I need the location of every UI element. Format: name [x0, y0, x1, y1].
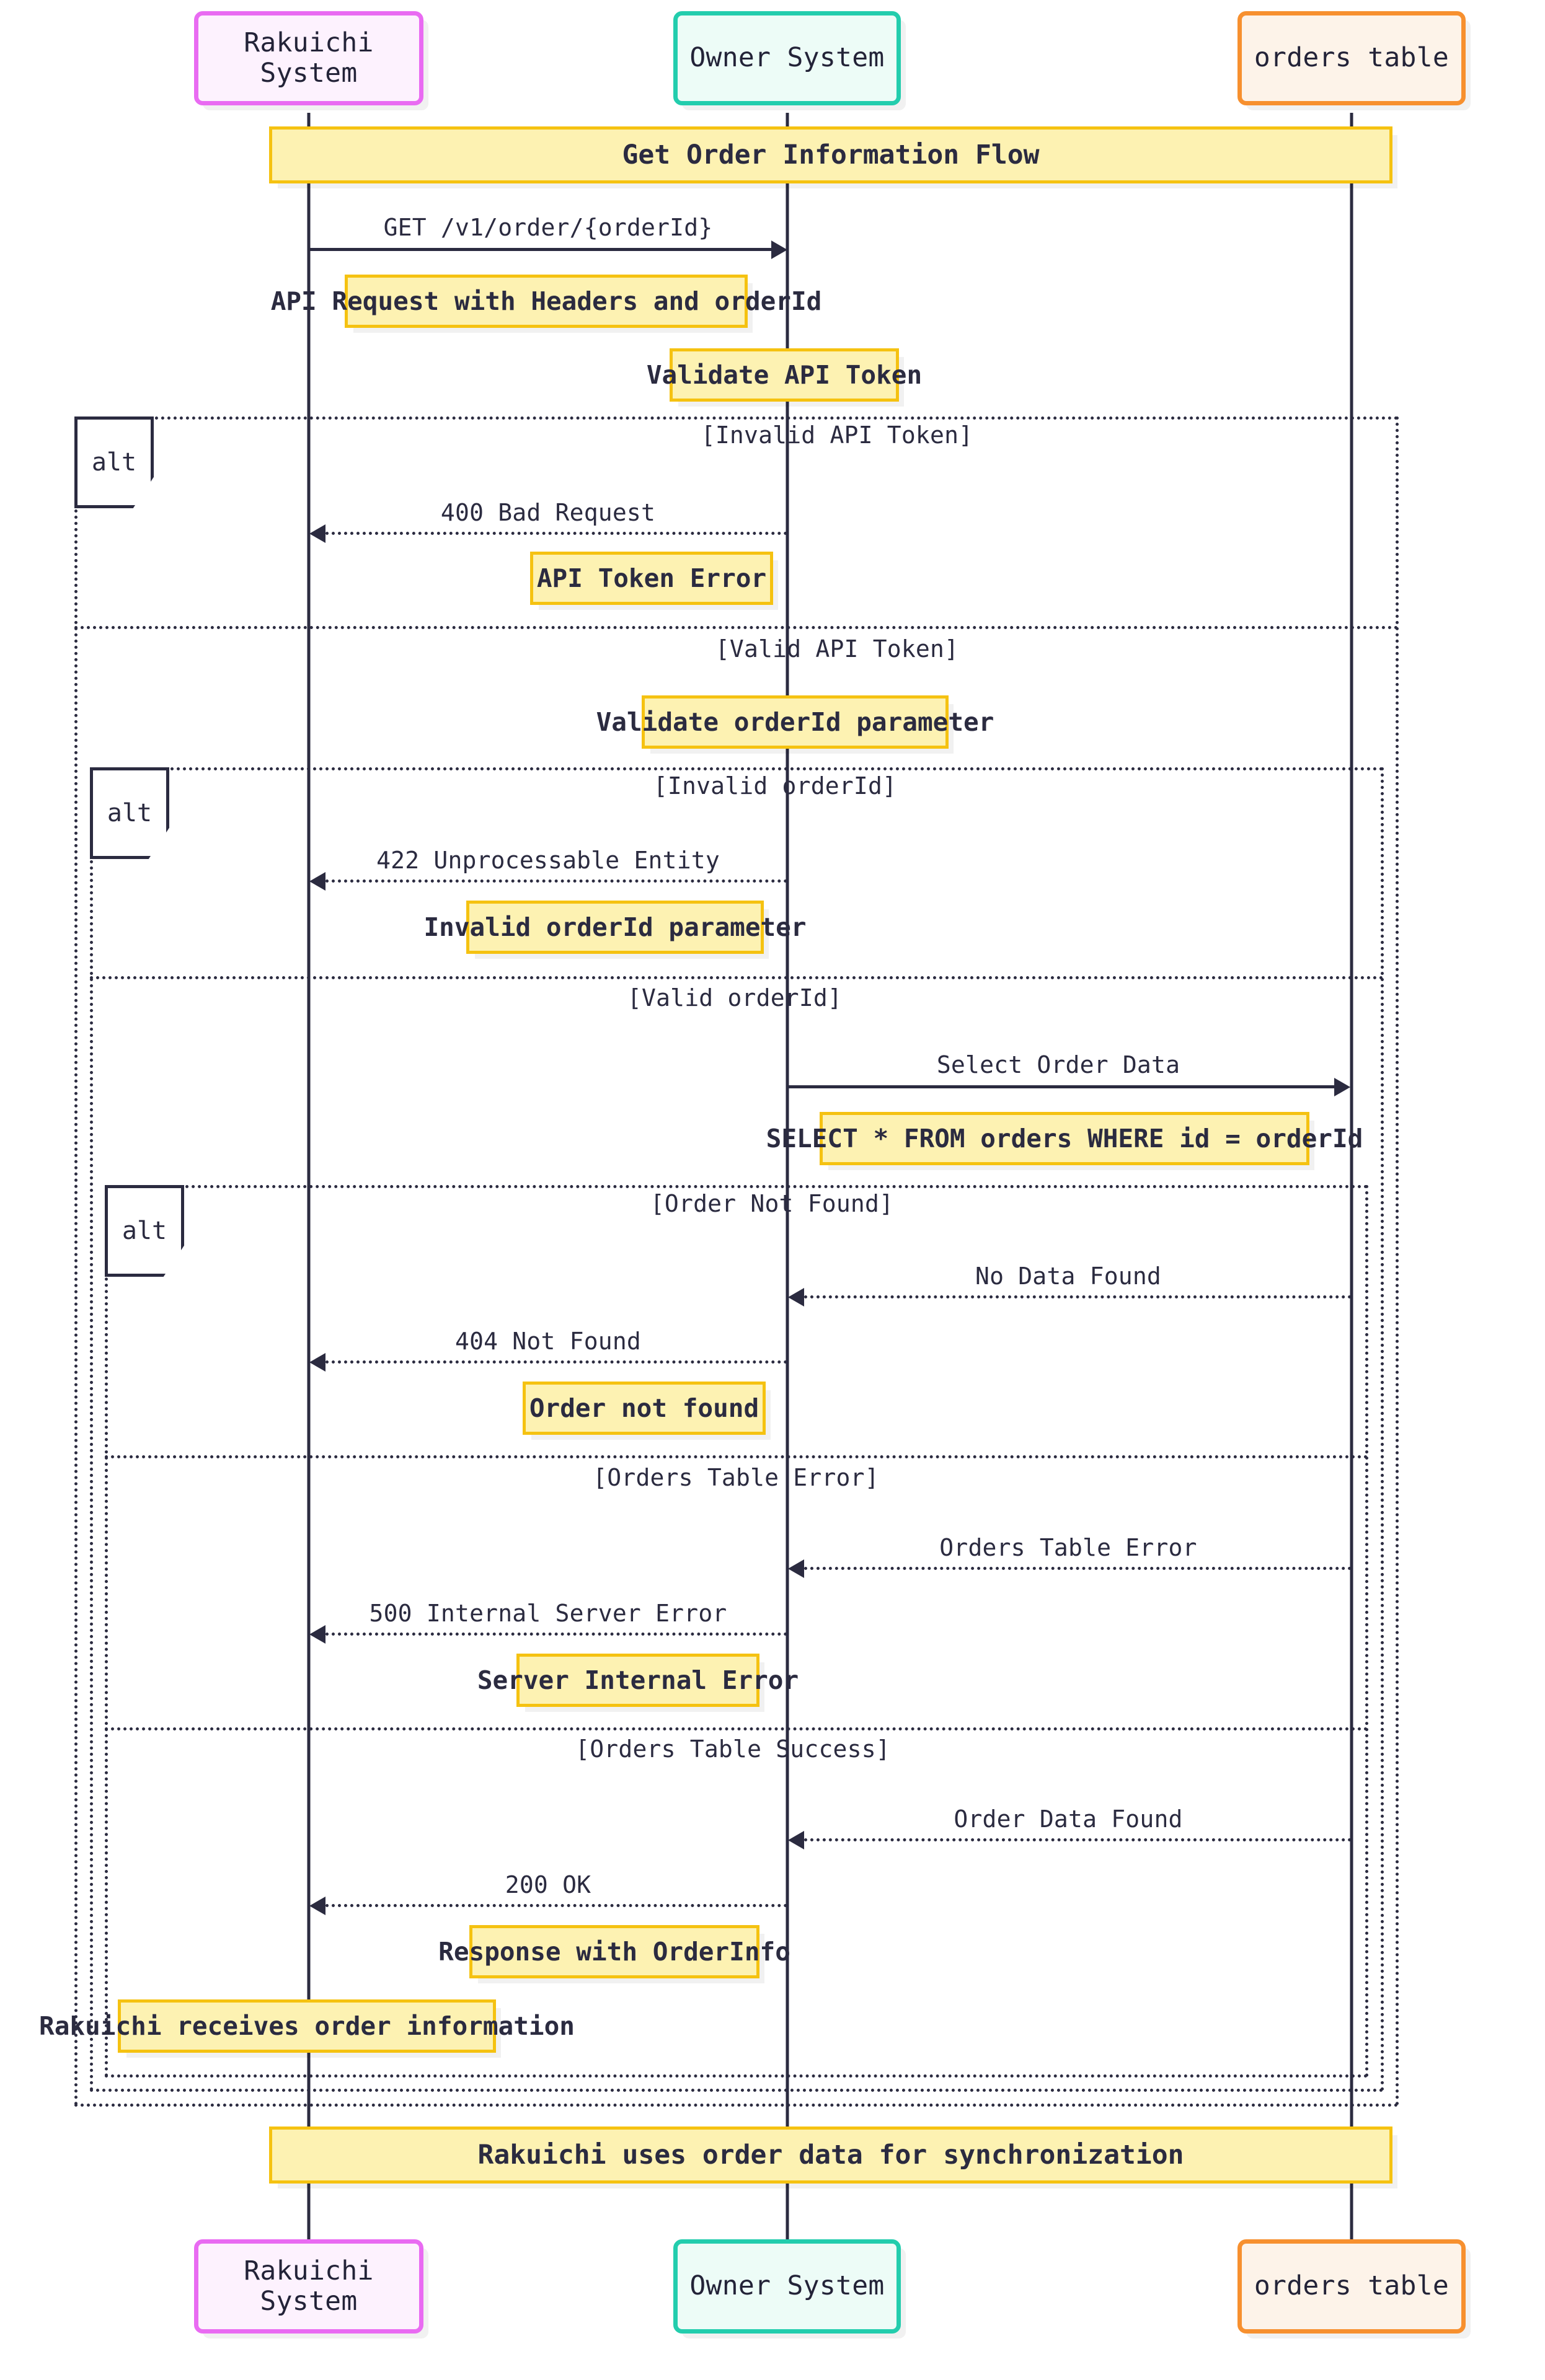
condition-orders-table-success: [Orders Table Success] — [575, 1735, 890, 1763]
note-response-orderinfo: Response with OrderInfo — [438, 1925, 790, 1978]
condition-invalid-orderid: [Invalid orderId] — [653, 772, 897, 800]
note-sql-select: SELECT * FROM orders WHERE id = orderId — [766, 1112, 1363, 1165]
lifeline-rakuichi — [307, 113, 311, 2245]
message-arrow-m4 — [787, 1085, 1335, 1088]
message-label-m7: Orders Table Error — [939, 1534, 1197, 1561]
fragment-label-alt-token: alt — [74, 416, 154, 508]
note-footer-sync: Rakuichi uses order data for synchroniza… — [269, 2127, 1392, 2184]
message-arrow-m8 — [325, 1633, 787, 1636]
note-text: Order not found — [529, 1393, 759, 1423]
arrowhead-m2 — [309, 524, 325, 543]
arrowhead-m1 — [771, 240, 787, 259]
condition-valid-api-token: [Valid API Token] — [715, 635, 959, 663]
note-text: API Token Error — [536, 563, 767, 593]
arrowhead-m4 — [1334, 1078, 1350, 1096]
lifeline-owner — [786, 113, 789, 2245]
participant-label: orders table — [1254, 2270, 1450, 2302]
participant-owner-bottom[interactable]: Owner System — [673, 2239, 901, 2334]
message-label-m2: 400 Bad Request — [440, 499, 656, 526]
message-label-m9: Order Data Found — [954, 1805, 1183, 1833]
arrowhead-m9 — [788, 1831, 804, 1849]
condition-orders-table-error: [Orders Table Error] — [593, 1464, 879, 1491]
fragment-label-alt-db: alt — [105, 1185, 184, 1277]
message-arrow-m9 — [804, 1838, 1352, 1841]
message-arrow-m5 — [804, 1295, 1352, 1298]
note-text: Invalid orderId parameter — [423, 912, 807, 942]
message-label-m4: Select Order Data — [936, 1051, 1180, 1078]
message-label-m5: No Data Found — [975, 1263, 1162, 1290]
note-text: SELECT * FROM orders WHERE id = orderId — [766, 1124, 1363, 1153]
note-text: Validate API Token — [646, 360, 923, 390]
participant-label: Rakuichi System — [244, 27, 374, 89]
condition-invalid-api-token: [Invalid API Token] — [701, 421, 973, 449]
note-text: Validate orderId parameter — [596, 707, 994, 737]
fragment-divider-valid-api-token — [74, 626, 1399, 629]
arrowhead-m5 — [788, 1288, 804, 1307]
message-label-m10: 200 OK — [505, 1871, 591, 1898]
note-validate-api-token: Validate API Token — [647, 348, 922, 402]
fragment-label-text: alt — [122, 1217, 167, 1245]
message-arrow-m7 — [804, 1567, 1352, 1570]
note-rakuichi-receives: Rakuichi receives order information — [39, 1999, 575, 2053]
participant-label: Owner System — [689, 2270, 885, 2302]
fragment-label-text: alt — [91, 448, 137, 477]
participant-label: orders table — [1254, 42, 1450, 74]
arrowhead-m8 — [309, 1625, 325, 1644]
fragment-label-alt-orderid: alt — [90, 767, 169, 859]
note-title-flow: Get Order Information Flow — [269, 126, 1392, 183]
note-text: Rakuichi uses order data for synchroniza… — [477, 2140, 1184, 2171]
fragment-label-text: alt — [107, 799, 153, 827]
note-text: Rakuichi receives order information — [39, 2011, 575, 2041]
participant-orders-top[interactable]: orders table — [1237, 11, 1466, 105]
participant-orders-bottom[interactable]: orders table — [1237, 2239, 1466, 2334]
participant-rakuichi-top[interactable]: Rakuichi System — [194, 11, 423, 105]
note-order-not-found: Order not found — [523, 1382, 766, 1435]
condition-valid-orderid: [Valid orderId] — [627, 984, 843, 1011]
fragment-alt-token — [74, 416, 1399, 2107]
message-label-m1: GET /v1/order/{orderId} — [383, 214, 713, 241]
participant-label: Rakuichi System — [244, 2255, 374, 2317]
note-invalid-orderid-param: Invalid orderId parameter — [423, 901, 807, 954]
note-api-request: API Request with Headers and orderId — [271, 275, 821, 328]
note-text: Server Internal Error — [477, 1665, 799, 1695]
note-server-internal-error: Server Internal Error — [477, 1654, 799, 1707]
participant-label: Owner System — [689, 42, 885, 74]
note-text: Response with OrderInfo — [438, 1937, 790, 1967]
fragment-divider-valid-orderid — [90, 976, 1384, 979]
condition-order-not-found: [Order Not Found] — [650, 1190, 894, 1217]
note-text: Get Order Information Flow — [622, 139, 1040, 170]
message-arrow-m6 — [325, 1360, 787, 1364]
participant-owner-top[interactable]: Owner System — [673, 11, 901, 105]
lifeline-orders — [1350, 113, 1353, 2245]
message-label-m6: 404 Not Found — [454, 1328, 642, 1355]
note-api-token-error: API Token Error — [530, 552, 773, 605]
message-label-m8: 500 Internal Server Error — [369, 1600, 727, 1627]
participant-rakuichi-bottom[interactable]: Rakuichi System — [194, 2239, 423, 2334]
arrowhead-m7 — [788, 1559, 804, 1578]
message-arrow-m2 — [325, 532, 787, 535]
fragment-divider-orders-table-success — [105, 1727, 1368, 1730]
arrowhead-m10 — [309, 1897, 325, 1915]
message-arrow-m3 — [325, 879, 787, 883]
message-label-m3: 422 Unprocessable Entity — [376, 847, 720, 874]
note-text: API Request with Headers and orderId — [270, 286, 822, 316]
message-arrow-m1 — [309, 248, 772, 251]
note-validate-orderid: Validate orderId parameter — [596, 695, 994, 749]
fragment-divider-orders-table-error — [105, 1455, 1368, 1458]
arrowhead-m6 — [309, 1353, 325, 1372]
arrowhead-m3 — [309, 872, 325, 891]
message-arrow-m10 — [325, 1904, 787, 1907]
